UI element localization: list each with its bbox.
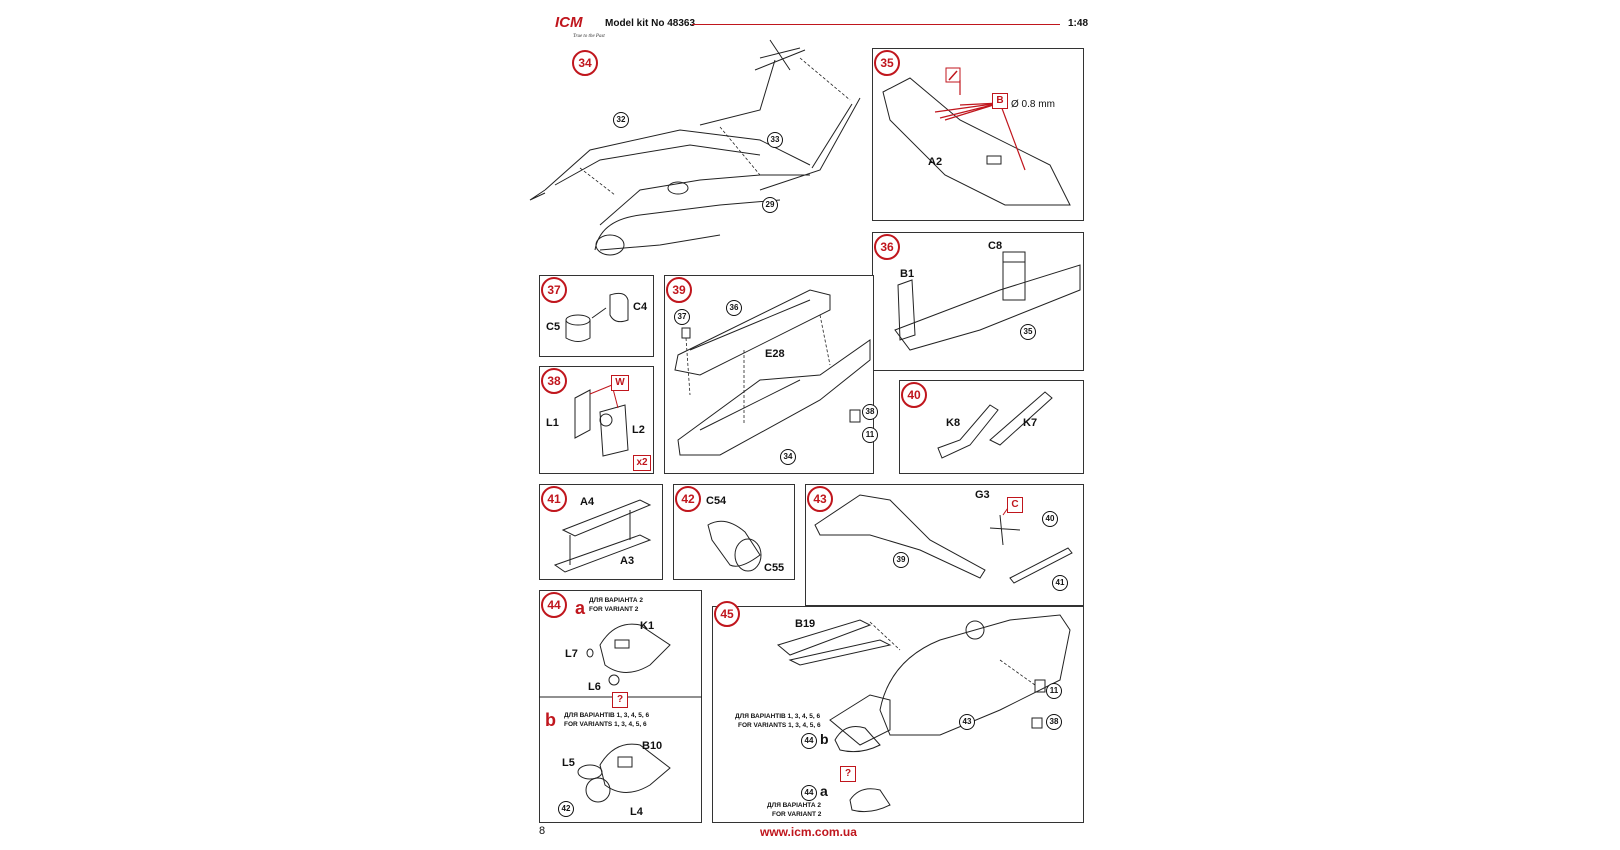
step-35-badge: 35 — [874, 50, 900, 76]
step-45-variant-a-letter: a — [820, 783, 828, 799]
step-45-ref-44a: 44 — [801, 785, 817, 801]
website-link[interactable]: www.icm.com.ua — [760, 825, 857, 839]
step-40-badge: 40 — [901, 382, 927, 408]
step-44-part-b10: B10 — [642, 740, 663, 752]
step-42-badge: 42 — [675, 486, 701, 512]
brand-name: ICM — [555, 14, 583, 31]
step-39-badge: 39 — [666, 277, 692, 303]
step-34-ref-29: 29 — [762, 197, 778, 213]
step-44-part-l4: L4 — [630, 806, 643, 818]
step-44-variant-a-en: FOR VARIANT 2 — [589, 606, 639, 613]
step-45-paint-mark: ? — [840, 766, 856, 782]
step-44-part-l5: L5 — [562, 757, 575, 769]
step-37-part-c4: C4 — [633, 301, 648, 313]
step-38-quantity: x2 — [633, 455, 651, 471]
step-41-part-a3: A3 — [620, 555, 635, 567]
step-38-badge: 38 — [541, 368, 567, 394]
step-45-variant-b-ua: ДЛЯ ВАРІАНТІВ 1, 3, 4, 5, 6 — [735, 713, 821, 720]
step-42-part-c55: C55 — [764, 562, 785, 574]
step-39-ref-36: 36 — [726, 300, 742, 316]
step-43-part-g3: G3 — [975, 489, 990, 501]
step-36-part-b1: B1 — [900, 268, 915, 280]
step-39-panel — [664, 275, 874, 474]
step-39-ref-38: 38 — [862, 404, 878, 420]
step-44-part-l6: L6 — [588, 681, 601, 693]
step-45-variant-a-ua: ДЛЯ ВАРІАНТА 2 — [767, 802, 821, 809]
step-44-variant-a-ua: ДЛЯ ВАРІАНТА 2 — [589, 597, 643, 604]
step-38-part-l1: L1 — [546, 417, 559, 429]
step-44-variant-b-ua: ДЛЯ ВАРІАНТІВ 1, 3, 4, 5, 6 — [564, 712, 650, 719]
step-36-part-c8: C8 — [988, 240, 1003, 252]
icm-logo: ICM True to the Past — [555, 14, 625, 50]
step-44-part-l7: L7 — [565, 648, 578, 660]
step-44-variant-b-letter: b — [545, 710, 556, 730]
step-44-part-k1: K1 — [640, 620, 655, 632]
step-44-variant-b-en: FOR VARIANTS 1, 3, 4, 5, 6 — [564, 721, 647, 728]
step-36-badge: 36 — [874, 234, 900, 260]
step-36-ref-35: 35 — [1020, 324, 1036, 340]
step-43-ref-41: 41 — [1052, 575, 1068, 591]
step-44-ref-42: 42 — [558, 801, 574, 817]
step-43-ref-39: 39 — [893, 552, 909, 568]
step-34-ref-33: 33 — [767, 132, 783, 148]
step-34-ref-32: 32 — [613, 112, 629, 128]
page-number: 8 — [539, 825, 546, 837]
step-45-part-b19: B19 — [795, 618, 816, 630]
step-43-panel — [805, 484, 1084, 606]
step-35-part-a2: A2 — [928, 156, 943, 168]
step-41-badge: 41 — [541, 486, 567, 512]
step-45-variant-a-en: FOR VARIANT 2 — [772, 811, 822, 818]
step-42-part-c54: C54 — [706, 495, 727, 507]
header-rule — [692, 24, 1060, 25]
step-39-ref-34: 34 — [780, 449, 796, 465]
step-45-ref-43: 43 — [959, 714, 975, 730]
step-45-variant-b-en: FOR VARIANTS 1, 3, 4, 5, 6 — [738, 722, 821, 729]
step-44-badge: 44 — [541, 592, 567, 618]
step-39-ref-11: 11 — [862, 427, 878, 443]
step-34-badge: 34 — [572, 50, 598, 76]
step-39-ref-37: 37 — [674, 309, 690, 325]
step-45-variant-b-letter: b — [820, 731, 829, 747]
step-40-part-k7: K7 — [1023, 417, 1038, 429]
brand-tagline: True to the Past — [573, 34, 605, 39]
step-43-paint-c: C — [1007, 497, 1023, 513]
step-35-hole-size: Ø 0.8 mm — [1011, 99, 1055, 110]
step-35-panel — [872, 48, 1084, 221]
step-37-badge: 37 — [541, 277, 567, 303]
step-38-part-l2: L2 — [632, 424, 645, 436]
step-45-badge: 45 — [714, 601, 740, 627]
step-43-ref-40: 40 — [1042, 511, 1058, 527]
step-45-ref-38: 38 — [1046, 714, 1062, 730]
step-38-paint-w: W — [611, 375, 629, 391]
step-39-part-e28: E28 — [765, 348, 785, 360]
step-41-part-a4: A4 — [580, 496, 595, 508]
step-44-variant-a-letter: a — [575, 598, 586, 618]
step-40-part-k8: K8 — [946, 417, 961, 429]
step-44-paint-mark: ? — [612, 692, 628, 708]
kit-number: Model kit No 48363 — [605, 18, 696, 29]
step-35-drill-mark: B — [992, 93, 1008, 109]
step-45-ref-11: 11 — [1046, 683, 1062, 699]
kit-scale: 1:48 — [1068, 18, 1089, 29]
step-36-panel — [872, 232, 1084, 371]
step-37-part-c5: C5 — [546, 321, 561, 333]
step-43-badge: 43 — [807, 486, 833, 512]
step-45-ref-44b: 44 — [801, 733, 817, 749]
